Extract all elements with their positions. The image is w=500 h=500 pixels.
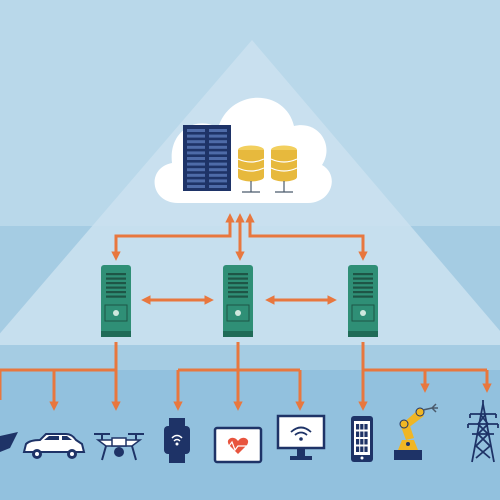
robot-arm-icon [394,403,438,460]
cloud-to-edge-connections [111,213,368,261]
monitor-wifi-icon [276,414,326,460]
smartwatch-icon [164,418,190,463]
connection-cloud-left [111,213,235,261]
database-icon [237,145,265,193]
edge-server-icon [348,265,378,337]
car-icon [22,433,86,459]
connection-cloud-right [245,213,368,261]
device-distribution-lines [0,342,492,411]
drone-icon [94,433,144,461]
smartphone-icon [351,416,373,462]
partial-device-icon [0,432,18,452]
power-tower-icon [467,400,499,463]
database-icon [270,145,298,193]
edge-server-icon [101,265,131,337]
edge-server-icon [223,265,253,337]
server-rack-icon [183,125,231,191]
tablet-health-icon [213,426,263,464]
